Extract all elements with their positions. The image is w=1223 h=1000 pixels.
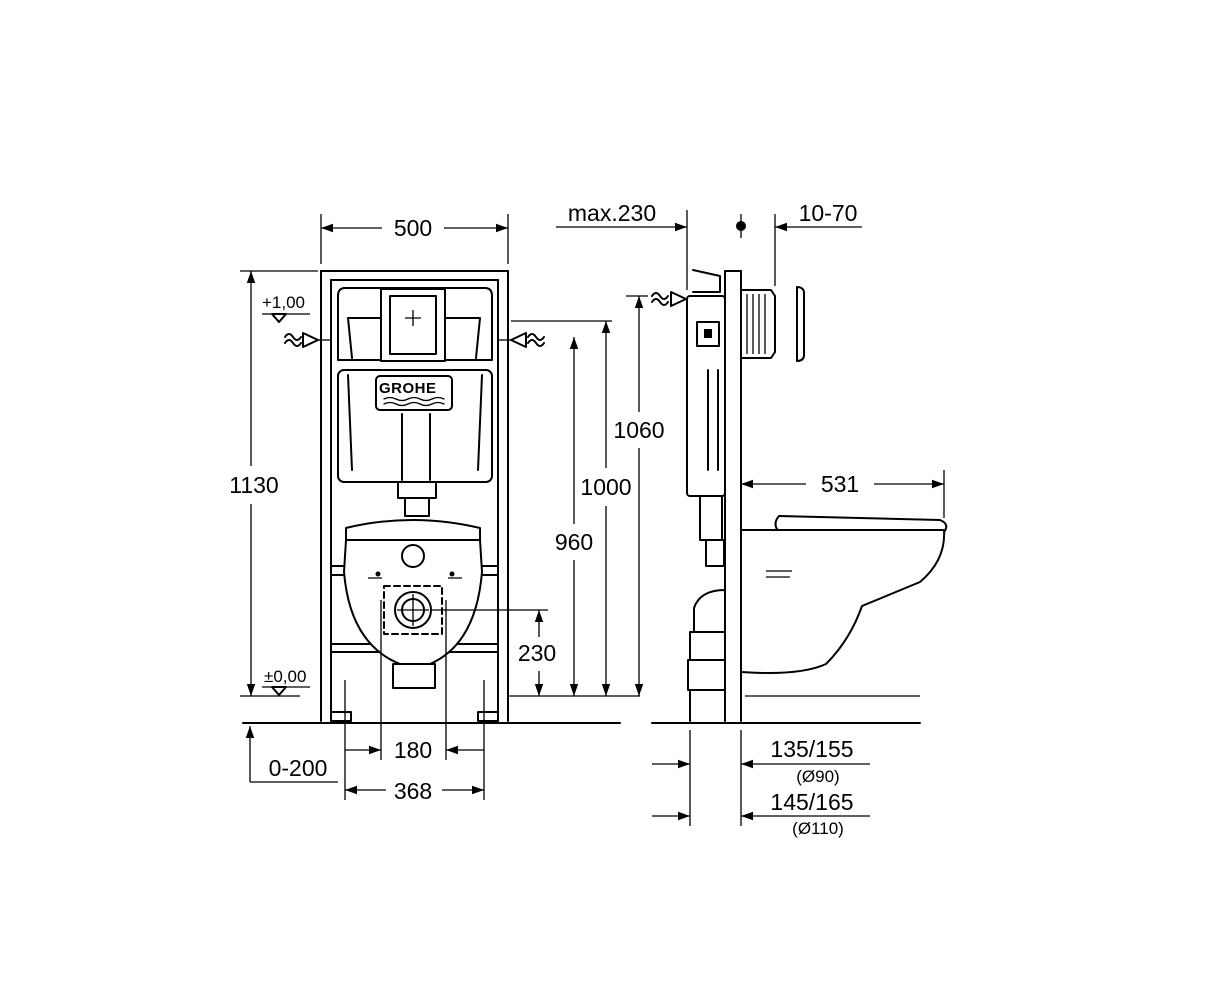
side-frame <box>686 269 750 722</box>
grohe-logo: GROHE <box>379 380 437 397</box>
side-flush-plate <box>740 286 805 362</box>
dim-outlet-135-155: 135/155 <box>770 736 853 762</box>
dim-width-368: 368 <box>394 778 432 804</box>
flush-plate <box>380 288 446 362</box>
dim-width-500: 500 <box>394 215 432 241</box>
dim-spacing-180: 180 <box>394 737 432 763</box>
dim-height-1130: 1130 <box>229 472 278 498</box>
grohe-logo-plate <box>375 375 453 411</box>
side-outlet-pipe <box>687 589 726 722</box>
level-floor-label: ±0,00 <box>264 667 306 686</box>
dim-projection-531: 531 <box>821 471 859 497</box>
dim-outlet-diam-110: (Ø110) <box>792 819 844 838</box>
dim-height-1000: 1000 <box>580 474 631 500</box>
dim-height-960: 960 <box>555 529 593 555</box>
level-top-label: +1,00 <box>262 293 305 312</box>
toilet-side <box>740 515 948 674</box>
dim-outlet-diam-90: (Ø90) <box>796 767 839 786</box>
dim-floor-0-200: 0-200 <box>269 755 328 781</box>
level-markers <box>262 313 310 696</box>
water-inlets <box>284 332 545 348</box>
side-view: max.230 10-70 531 135/155 (Ø90) 145/165 … <box>556 200 948 838</box>
dim-max-230: max.230 <box>568 200 656 226</box>
dim-outlet-145-165: 145/165 <box>770 789 853 815</box>
dim-wall-10-70: 10-70 <box>799 200 858 226</box>
dim-height-1060: 1060 <box>613 417 664 443</box>
dim-height-230: 230 <box>518 640 556 666</box>
toilet-bowl-front <box>343 519 483 689</box>
front-view: GROHE <box>229 214 665 804</box>
